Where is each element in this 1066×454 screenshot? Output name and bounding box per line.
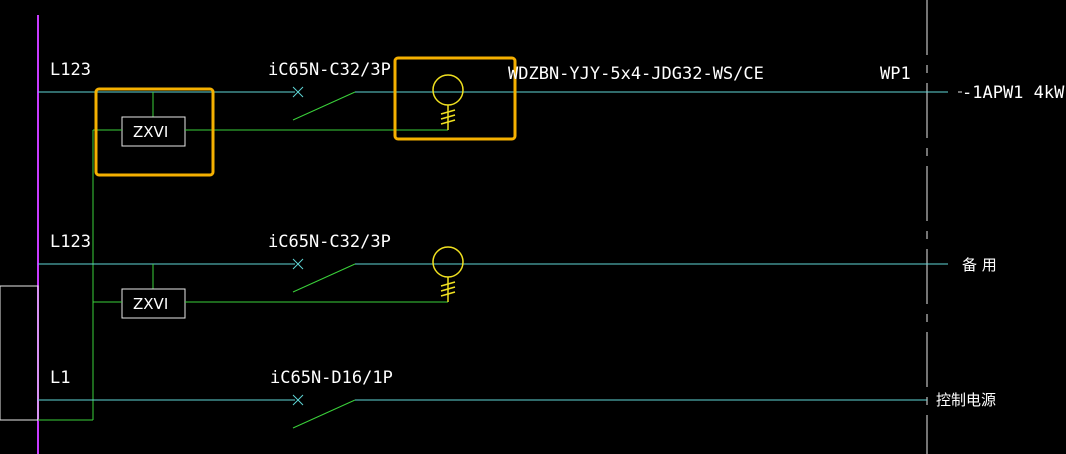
circuit-2-breaker-contact (292, 263, 356, 293)
left-panel-box (0, 285, 39, 421)
circuit-2-module-box (121, 288, 186, 319)
circuit-2 (38, 246, 948, 319)
circuit-3 (38, 394, 927, 429)
circuit-1-phase-label: L123 (50, 60, 91, 80)
highlight-box-module (94, 87, 215, 177)
circuit-3-breaker-label: iC65N-D16/1P (270, 368, 393, 388)
circuit-1-cable-label: WDZBN-YJY-5x4-JDG32-WS/CE (508, 64, 764, 84)
circuit-1-breaker-contact (292, 91, 356, 121)
circuit-1 (38, 56, 962, 177)
circuit-1-meter-icon (432, 74, 464, 106)
circuit-2-meter-icon (432, 246, 464, 278)
circuit-1-module-box (121, 116, 186, 147)
circuit-1-id-label: WP1 (880, 64, 911, 84)
circuit-1-module-label: ZXVI (133, 123, 168, 141)
circuit-1-breaker-label: iC65N-C32/3P (268, 60, 391, 80)
highlight-box-meter (393, 56, 517, 141)
circuit-3-load-label: 控制电源 (936, 391, 996, 409)
circuit-2-module-label: ZXVI (133, 295, 168, 313)
circuit-3-breaker-contact (292, 399, 356, 429)
circuit-2-phase-label: L123 (50, 232, 91, 252)
circuit-3-phase-label: L1 (50, 368, 70, 388)
circuit-2-breaker-label: iC65N-C32/3P (268, 232, 391, 252)
circuit-2-load-label: 备 用 (962, 256, 997, 274)
circuit-1-load-label: -1APW1 4kW (962, 83, 1065, 103)
